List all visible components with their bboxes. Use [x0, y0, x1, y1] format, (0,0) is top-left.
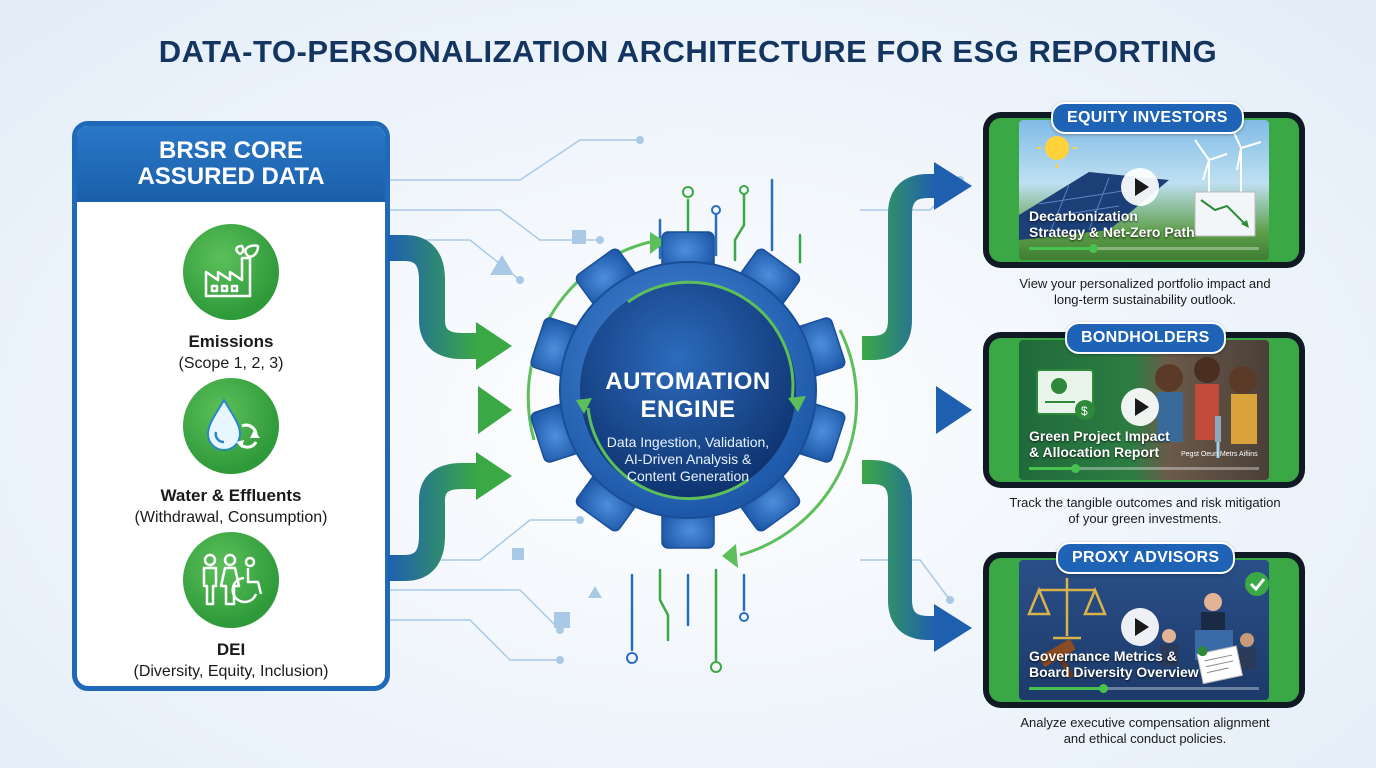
video-progress-fill: [1029, 467, 1075, 470]
phone-equity-investors: Decarbonization Strategy & Net-Zero Path: [983, 112, 1305, 268]
video-proxy-advisors[interactable]: Governance Metrics & Board Diversity Ove…: [1019, 560, 1269, 700]
play-button[interactable]: [1121, 388, 1159, 426]
metric-dei: DEI (Diversity, Equity, Inclusion): [77, 532, 385, 681]
phone-screen: Governance Metrics & Board Diversity Ove…: [989, 558, 1299, 702]
video-bondholders[interactable]: $ Green Project Impact & Allocation Repo…: [1019, 340, 1269, 480]
arrow-top: [388, 235, 512, 370]
desc-line2: and ethical conduct policies.: [1063, 731, 1227, 746]
automation-engine-gear: [526, 231, 859, 568]
page-title: DATA-TO-PERSONALIZATION ARCHITECTURE FOR…: [158, 34, 1218, 69]
source-data-panel: BRSR CORE ASSURED DATA Emissions (Scope …: [72, 121, 390, 691]
video-caption: Governance Metrics & Board Diversity Ove…: [1029, 648, 1199, 680]
audience-label-equity-investors: EQUITY INVESTORS: [1051, 102, 1244, 134]
engine-description: Data Ingestion, Validation, AI-Driven An…: [560, 434, 816, 485]
engine-desc-line3: Content Generation: [626, 468, 750, 484]
video-progress-handle[interactable]: [1089, 244, 1099, 253]
video-progress-handle[interactable]: [1098, 684, 1108, 693]
metric-name: Water & Effluents: [160, 486, 302, 505]
metric-emissions: Emissions (Scope 1, 2, 3): [77, 224, 385, 373]
audience-label-proxy-advisors: PROXY ADVISORS: [1056, 542, 1236, 574]
metric-sub: (Scope 1, 2, 3): [178, 355, 284, 372]
metric-sub: (Diversity, Equity, Inclusion): [133, 663, 329, 680]
decorative-shapes: [490, 230, 602, 628]
engine-desc-line1: Data Ingestion, Validation,: [606, 434, 770, 450]
audience-description-equity: View your personalized portfolio impact …: [960, 276, 1330, 308]
phone-bondholders: $ Green Project Impact & Allocation Repo…: [983, 332, 1305, 488]
video-caption: Decarbonization Strategy & Net-Zero Path: [1029, 208, 1195, 240]
ring-arrowhead-top: [650, 232, 666, 254]
video-equity-investors[interactable]: Decarbonization Strategy & Net-Zero Path: [1019, 120, 1269, 260]
gear-body: [530, 231, 846, 549]
water-drop-recycle-icon: [183, 378, 279, 474]
video-caption-line2: Board Diversity Overview: [1029, 664, 1199, 680]
audience-description-proxy: Analyze executive compensation alignment…: [960, 715, 1330, 747]
phone-screen: Decarbonization Strategy & Net-Zero Path: [989, 118, 1299, 262]
metric-water: Water & Effluents (Withdrawal, Consumpti…: [77, 378, 385, 527]
desc-line1: View your personalized portfolio impact …: [1019, 276, 1271, 291]
stream-nodes: [626, 185, 749, 673]
audience-label-bondholders: BONDHOLDERS: [1065, 322, 1226, 354]
video-caption-line2: & Allocation Report: [1029, 444, 1160, 460]
video-progress-bar[interactable]: [1029, 684, 1259, 693]
arrow-to-proxy: [862, 460, 972, 652]
video-caption-line1: Green Project Impact: [1029, 428, 1170, 444]
svg-text:$: $: [1081, 404, 1088, 418]
video-caption-line1: Governance Metrics &: [1029, 648, 1177, 664]
audience-description-bondholders: Track the tangible outcomes and risk mit…: [960, 495, 1330, 527]
source-title-line1: BRSR CORE: [158, 137, 303, 164]
phone-screen: $ Green Project Impact & Allocation Repo…: [989, 338, 1299, 482]
metric-name: DEI: [216, 640, 246, 659]
video-progress-bar[interactable]: [1029, 244, 1259, 253]
data-streams: [630, 178, 802, 662]
video-caption-line1: Decarbonization: [1029, 208, 1138, 224]
engine-title-line1: AUTOMATION: [605, 368, 771, 395]
desc-line1: Analyze executive compensation alignment: [1020, 715, 1270, 730]
governance-scene: [1027, 572, 1269, 685]
arrow-to-equity: [862, 162, 972, 360]
factory-leaf-icon: [183, 224, 279, 320]
arrow-bottom: [388, 452, 512, 581]
metric-name: Emissions: [188, 332, 274, 351]
source-panel-header: BRSR CORE ASSURED DATA: [77, 126, 385, 202]
ring-arrowhead-bottom: [722, 544, 738, 568]
engine-label: AUTOMATION ENGINE Data Ingestion, Valida…: [560, 368, 816, 485]
video-overlay-text: Pegst Oeun Metrs Aifiins: [1181, 451, 1258, 458]
desc-line2: long-term sustainability outlook.: [1053, 292, 1237, 307]
phone-proxy-advisors: Governance Metrics & Board Diversity Ove…: [983, 552, 1305, 708]
engine-desc-line2: AI-Driven Analysis &: [624, 451, 752, 467]
video-progress-fill: [1029, 687, 1103, 690]
play-button[interactable]: [1121, 608, 1159, 646]
green-project-scene: $: [1036, 357, 1257, 458]
arrow-middle: [388, 386, 512, 434]
desc-line2: of your green investments.: [1068, 511, 1222, 526]
source-title-line2: ASSURED DATA: [137, 163, 325, 190]
video-caption-line2: Strategy & Net-Zero Path: [1029, 224, 1195, 240]
arrow-to-bondholders: [862, 386, 972, 434]
video-progress-fill: [1029, 247, 1094, 250]
video-progress-handle[interactable]: [1071, 464, 1080, 473]
engine-title-line2: ENGINE: [640, 396, 736, 423]
people-diversity-icon: [183, 532, 279, 628]
desc-line1: Track the tangible outcomes and risk mit…: [1009, 495, 1281, 510]
play-button[interactable]: [1121, 168, 1159, 206]
video-caption: Green Project Impact & Allocation Report: [1029, 428, 1170, 460]
metric-sub: (Withdrawal, Consumption): [134, 509, 328, 526]
video-progress-bar[interactable]: [1029, 464, 1259, 473]
